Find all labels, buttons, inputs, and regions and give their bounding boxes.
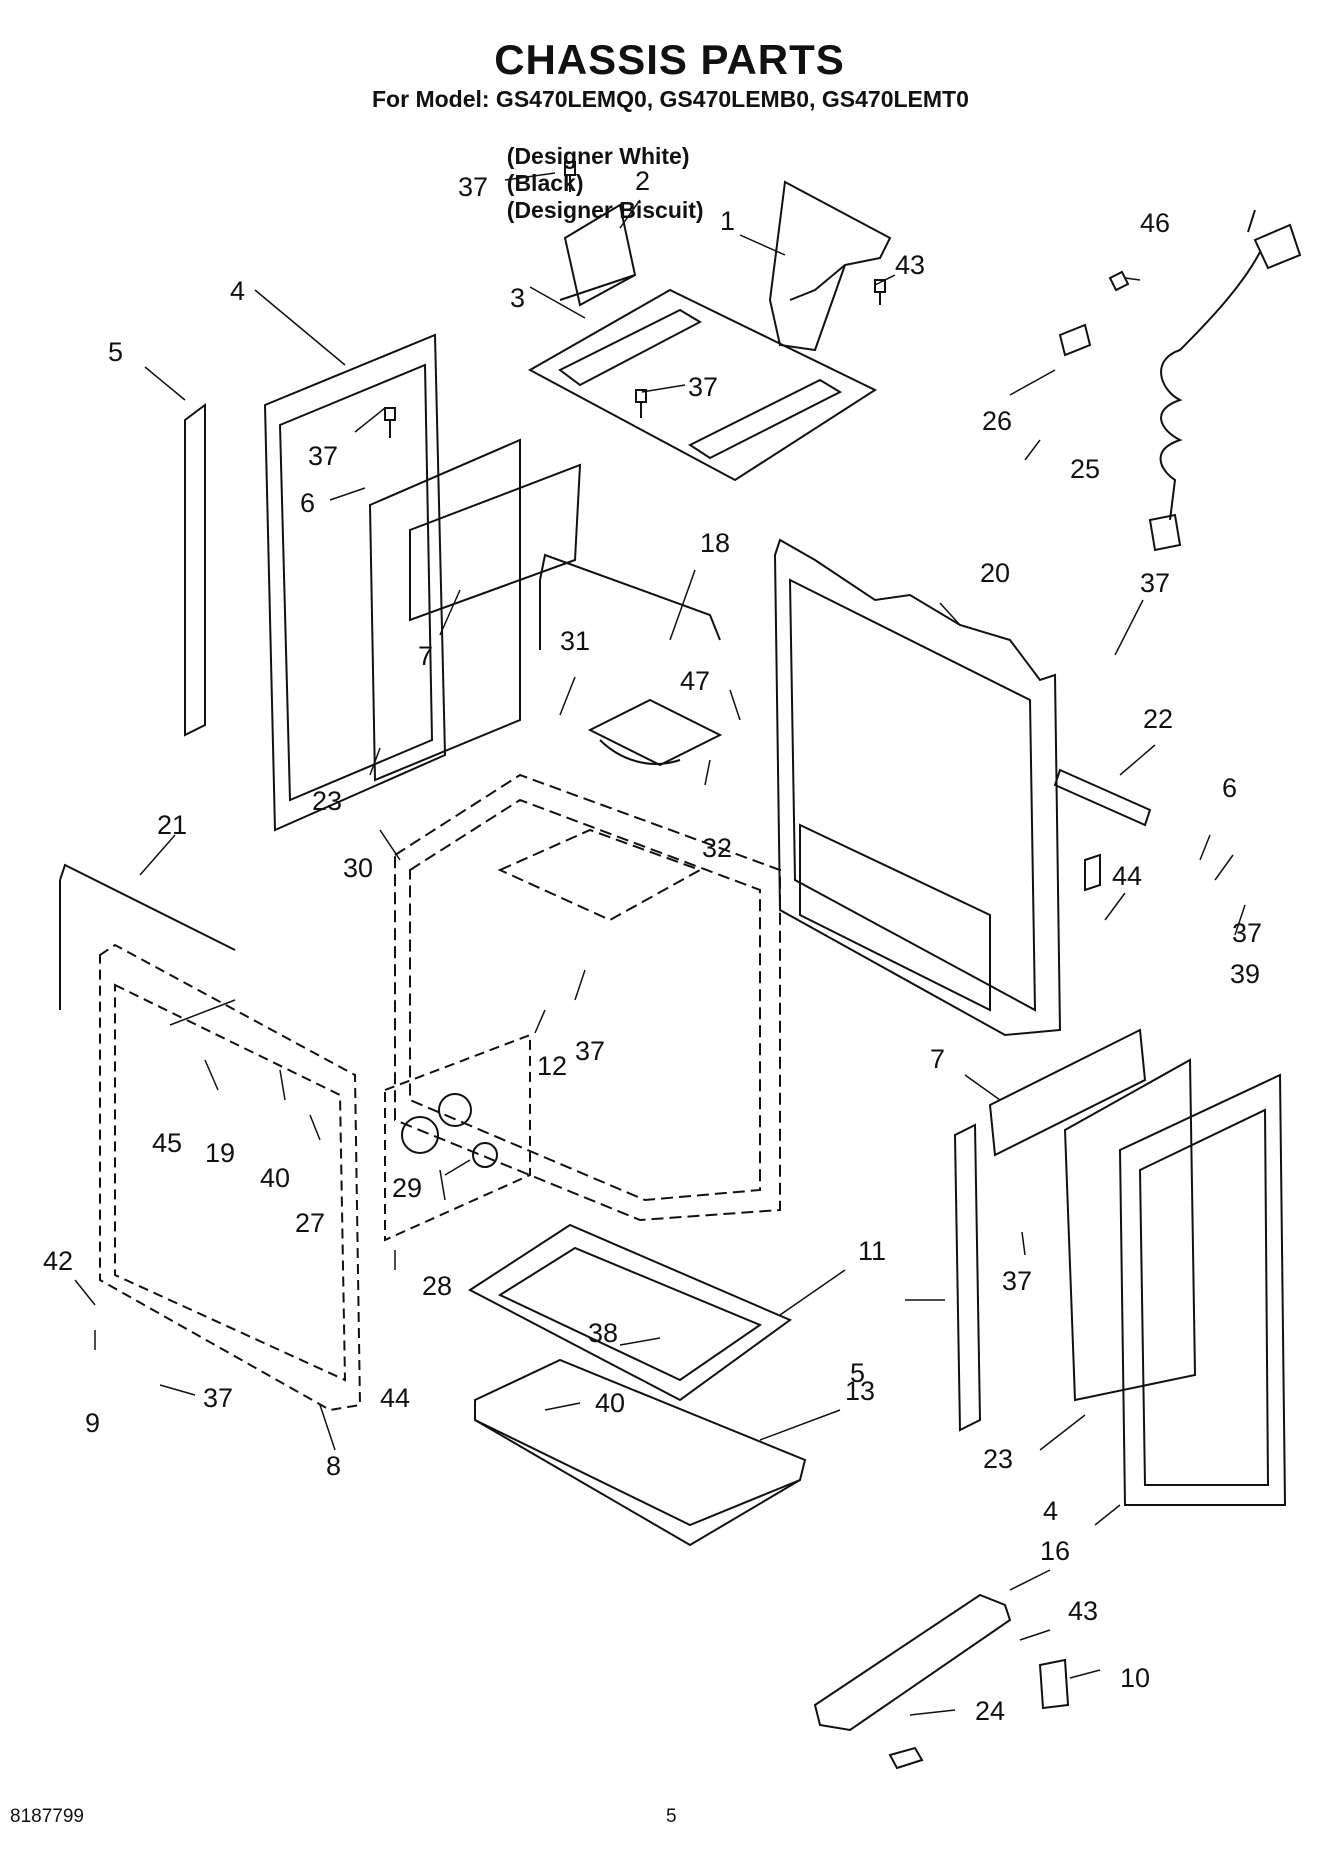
light-socket-and-bulb [401,1093,498,1168]
callout: 16 [1040,1536,1070,1566]
variant-white: (Designer White) [506,143,690,169]
clip-part [888,1746,924,1770]
callout: 1 [720,206,735,236]
callout: 40 [260,1163,290,1193]
left-trim-strip [184,403,206,737]
callout: 37 [1140,568,1170,598]
callout: 45 [152,1128,182,1158]
callout: 42 [43,1246,73,1276]
back-panel [773,538,1062,1037]
callout: 11 [858,1236,886,1266]
callout: 8 [326,1451,341,1481]
callout: 4 [230,276,245,306]
callout: 20 [980,558,1010,588]
storage-drawer [474,1358,807,1547]
callout: 18 [700,528,730,558]
callout: 44 [380,1383,410,1413]
gasket-frame [539,553,721,650]
callout: 37 [1232,918,1262,948]
callout: 13 [845,1376,875,1406]
valve-assembly [587,698,723,767]
document-number: 8187799 [10,1806,84,1827]
callout: 21 [157,810,187,840]
callout: 3 [510,283,525,313]
part-callouts: 37 2 1 43 46 4 3 5 37 26 37 6 25 7 18 20… [43,166,1262,1726]
callout: 5 [850,1358,865,1388]
callout: 31 [560,626,590,656]
callout: 12 [537,1051,567,1081]
right-side-panel [1118,1073,1287,1506]
callout: 23 [312,786,342,816]
callout: 27 [295,1208,325,1238]
callout: 32 [702,833,732,863]
power-cord-part [1058,209,1302,552]
callout: 22 [1143,704,1173,734]
callout: 4 [1043,1496,1058,1526]
callout: 29 [392,1173,422,1203]
callout: 19 [205,1138,235,1168]
left-side-panel [263,333,447,832]
callout: 37 [308,441,338,471]
callout: 39 [1230,959,1260,989]
callout: 23 [983,1444,1013,1474]
callout: 25 [1070,454,1100,484]
broiler-pan [468,1223,793,1402]
cooktop-support-panel [527,288,878,482]
small-bracket [1084,853,1101,892]
callout: 30 [343,853,373,883]
callout: 24 [975,1696,1005,1726]
callout: 46 [1140,208,1170,238]
leader-lines [74,172,1246,1716]
callout: 37 [203,1383,233,1413]
callout: 44 [1112,861,1142,891]
vent-bracket-part [559,203,637,307]
callout: 6 [300,488,315,518]
callout: 7 [930,1044,945,1074]
callout: 5 [108,337,123,367]
callout: 9 [85,1408,100,1438]
burner-orifice-box [384,1033,531,1242]
leveling-leg [1038,1658,1070,1710]
callout: 37 [688,372,718,402]
callout: 38 [588,1318,618,1348]
model-list: For Model: GS470LEMQ0, GS470LEMB0, GS470… [372,86,969,112]
callout: 7 [418,641,433,671]
right-insulation [988,1028,1147,1157]
callout: 43 [895,250,925,280]
callout: 37 [575,1036,605,1066]
callout: 26 [982,406,1012,436]
screw-part [384,161,1130,438]
callout: 37 [458,172,488,202]
right-inner-panel [1063,1058,1197,1402]
callout: 10 [1120,1663,1150,1693]
callout: 2 [635,166,650,196]
callout: 6 [1222,773,1237,803]
oven-door [99,943,362,1412]
page-title: CHASSIS PARTS [494,36,845,83]
vent-duct-part [768,180,892,352]
anti-tip-bracket [813,1593,1012,1732]
callout: 40 [595,1388,625,1418]
page-number: 5 [666,1806,677,1827]
callout: 28 [422,1271,452,1301]
callout: 47 [680,666,710,696]
left-inner-panel [368,438,582,782]
oven-cavity [394,773,781,1222]
rear-rail [1053,768,1152,827]
door-top-rail [59,863,236,1010]
callout: 37 [1002,1266,1032,1296]
right-trim-strip [953,1123,982,1432]
callout: 43 [1068,1596,1098,1626]
